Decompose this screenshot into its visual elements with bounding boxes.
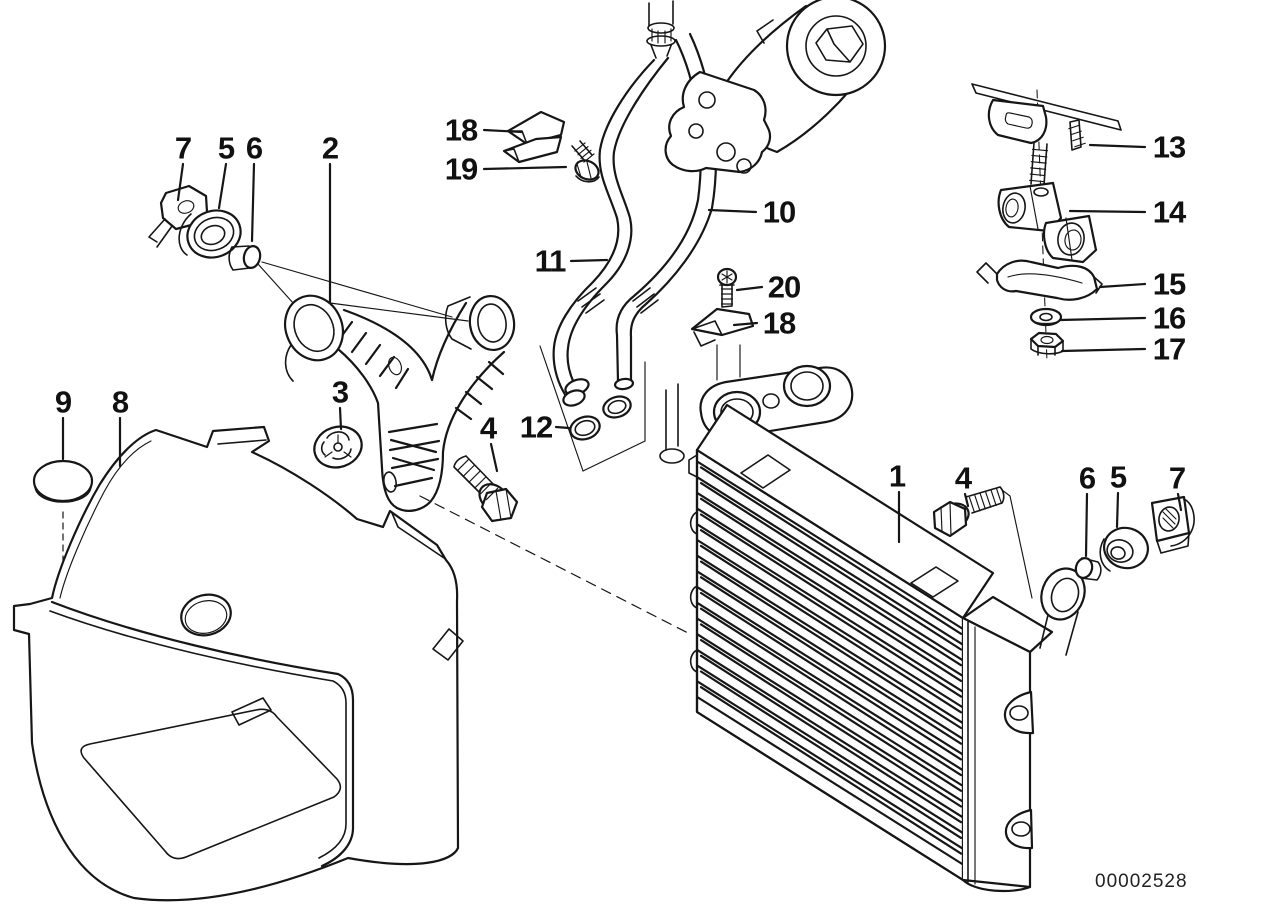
leader-line-12 [554,425,571,430]
callout-9[interactable]: 9 [54,384,72,420]
bolt-part-4-right [932,486,1005,538]
plug-part-9 [32,459,94,503]
leader-line-4 [489,442,499,473]
air-duct-part-8 [12,425,464,902]
leader-line-13 [1088,143,1147,149]
leader-line-5 [217,162,228,210]
callout-3[interactable]: 3 [331,374,349,410]
o-rings-part-12 [569,395,632,441]
leader-line-7 [176,162,185,202]
mount-stack-parts-13-17 [971,83,1122,363]
grommet-part-5-right [1099,526,1149,572]
leader-lines [61,128,1183,558]
callout-6[interactable]: 6 [1078,460,1096,496]
leader-line-4 [963,492,970,508]
leader-line-14 [1068,209,1147,214]
callout-18[interactable]: 18 [762,305,796,341]
thread-hatching [456,124,1086,514]
drawing-number: 00002528 [1095,871,1188,892]
callout-7[interactable]: 7 [174,130,192,166]
projection-line-bolt-ear [1001,489,1033,599]
oil-cooler-part-1 [688,403,1086,893]
spring-washer-part-3 [313,425,363,469]
leader-line-6 [1084,492,1089,558]
leader-line-20 [735,285,764,292]
callout-5[interactable]: 5 [217,130,235,166]
callout-17[interactable]: 17 [1152,331,1186,367]
callout-2[interactable]: 2 [321,130,339,166]
leader-line-7 [1176,492,1183,512]
callout-16[interactable]: 16 [1152,300,1186,336]
leader-line-16 [1058,316,1147,322]
callout-10[interactable]: 10 [762,194,796,230]
clamp-part-18-lower [690,307,755,347]
leader-line-6 [250,162,256,243]
pump-unit [664,0,887,174]
callout-5[interactable]: 5 [1109,459,1127,495]
callout-15[interactable]: 15 [1152,266,1186,302]
callout-19[interactable]: 19 [444,151,478,187]
callout-7[interactable]: 7 [1168,460,1186,496]
leader-line-10 [707,208,758,214]
callout-8[interactable]: 8 [111,384,129,420]
leader-line-18 [732,321,759,327]
bolt-part-4-left [453,455,519,523]
sleeve-part-6-right [1074,557,1102,581]
leader-line-18 [482,128,524,134]
clamp-part-18-top [502,110,566,164]
leader-line-5 [1115,491,1120,529]
grommet-part-5-left [178,209,242,259]
clip-nut-part-7-right [1150,495,1195,554]
callout-20[interactable]: 20 [767,269,801,305]
hoses-parts-10-11 [552,0,717,407]
leader-line-19 [482,165,568,171]
leader-line-11 [569,258,609,263]
callout-11[interactable]: 11 [534,243,567,279]
callout-13[interactable]: 13 [1152,129,1186,165]
callout-4[interactable]: 4 [479,410,497,446]
leader-line-17 [1060,347,1147,353]
callout-14[interactable]: 14 [1152,194,1186,230]
callout-1[interactable]: 1 [888,458,906,494]
callout-4[interactable]: 4 [954,460,972,496]
callout-18[interactable]: 18 [444,112,478,148]
screw-part-19 [571,140,600,183]
callout-6[interactable]: 6 [245,130,263,166]
bracket-part-2 [284,294,516,512]
callout-12[interactable]: 12 [519,409,553,445]
radiator-fins [696,460,965,866]
leader-line-3 [338,406,343,431]
sleeve-part-6-left [228,245,262,271]
screw-part-20 [716,267,738,308]
leader-line-15 [1098,282,1147,289]
